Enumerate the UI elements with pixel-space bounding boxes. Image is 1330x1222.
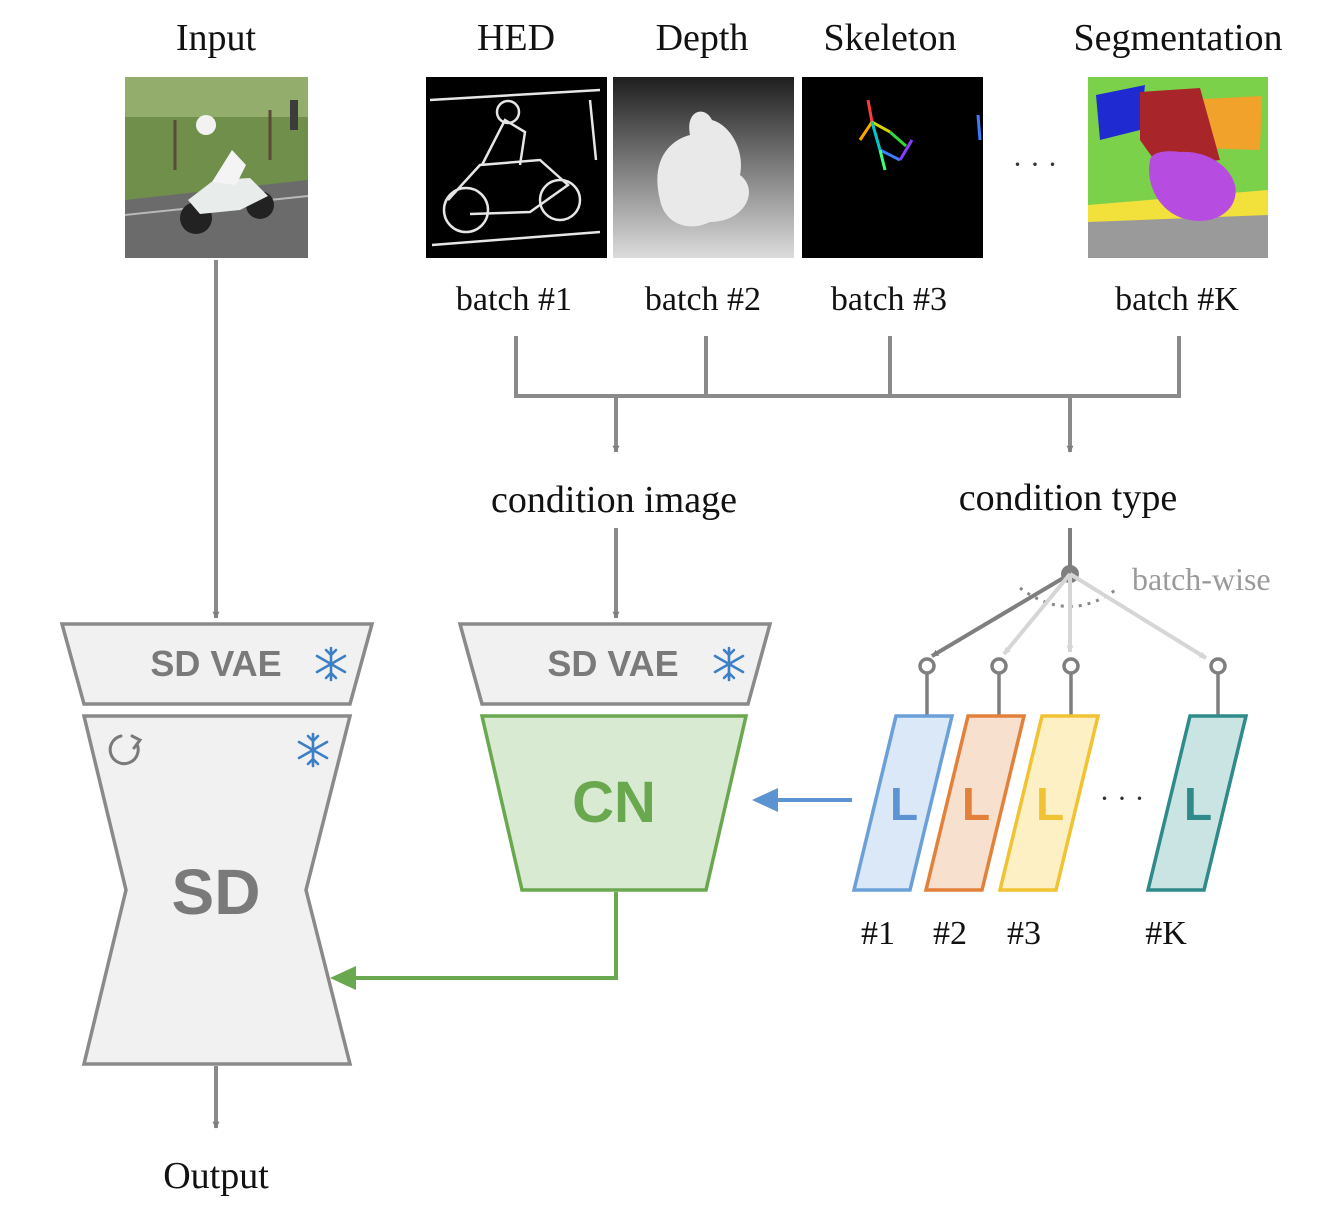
cn-to-sd-arrow — [336, 892, 618, 980]
lora-1-tag: #1 — [861, 915, 895, 952]
batch-wise-label: batch-wise — [1132, 561, 1271, 597]
batch-3-label: batch #3 — [831, 281, 947, 318]
batch-k-label: batch #K — [1115, 281, 1239, 318]
cn-label: CN — [572, 770, 656, 835]
hed-image — [426, 77, 607, 258]
snowflake-icon — [315, 646, 347, 682]
lora-2-tag: #2 — [933, 915, 967, 952]
sd-label: SD — [172, 856, 261, 928]
lora-3-tag: #3 — [1007, 915, 1041, 952]
lora-k-tag: #K — [1145, 915, 1187, 952]
batch-2-label: batch #2 — [645, 281, 761, 318]
input-image — [124, 77, 309, 258]
lora-3-letter: L — [1036, 778, 1064, 830]
condition-type-label: condition type — [959, 477, 1177, 519]
batch-bracket — [514, 336, 1181, 398]
segmentation-label: Segmentation — [1074, 17, 1283, 59]
input-label: Input — [176, 17, 257, 59]
route-to-lora-k — [1068, 572, 1208, 660]
refresh-icon — [108, 734, 143, 766]
route-to-lora-2 — [1002, 572, 1072, 656]
lora-1: L — [851, 714, 955, 892]
left-sd-vae-block: SD VAE — [59, 622, 375, 706]
switch-terminals — [918, 657, 1227, 716]
lora-k: L — [1145, 714, 1249, 892]
depth-label: Depth — [656, 17, 749, 59]
sd-block: SD — [81, 714, 353, 1066]
lora-2: L — [923, 714, 1027, 892]
batch-1-label: batch #1 — [456, 281, 572, 318]
lora-k-letter: L — [1184, 778, 1212, 830]
lora-1-letter: L — [890, 778, 918, 830]
skeleton-image — [802, 77, 983, 258]
cn-block: CN — [479, 714, 749, 892]
right-sd-vae-block: SD VAE — [457, 622, 773, 706]
snowflake-icon — [713, 646, 745, 682]
condition-image-label: condition image — [491, 479, 737, 521]
skeleton-label: Skeleton — [824, 17, 957, 59]
lora-3: L — [997, 714, 1101, 892]
right-sd-vae-label: SD VAE — [547, 643, 678, 684]
lora-2-letter: L — [962, 778, 990, 830]
lora-ellipsis: · · · — [1100, 782, 1145, 815]
left-sd-vae-label: SD VAE — [150, 643, 281, 684]
output-label: Output — [163, 1155, 269, 1197]
hed-label: HED — [477, 17, 555, 59]
depth-image — [613, 77, 794, 258]
lora-to-cn-arrowhead — [752, 788, 778, 812]
thumbnail-ellipsis: · · · — [1013, 148, 1058, 181]
segmentation-image — [1088, 77, 1268, 258]
route-to-lora-1 — [930, 572, 1072, 658]
snowflake-icon — [297, 732, 329, 768]
cn-to-sd-arrowhead — [330, 966, 356, 990]
